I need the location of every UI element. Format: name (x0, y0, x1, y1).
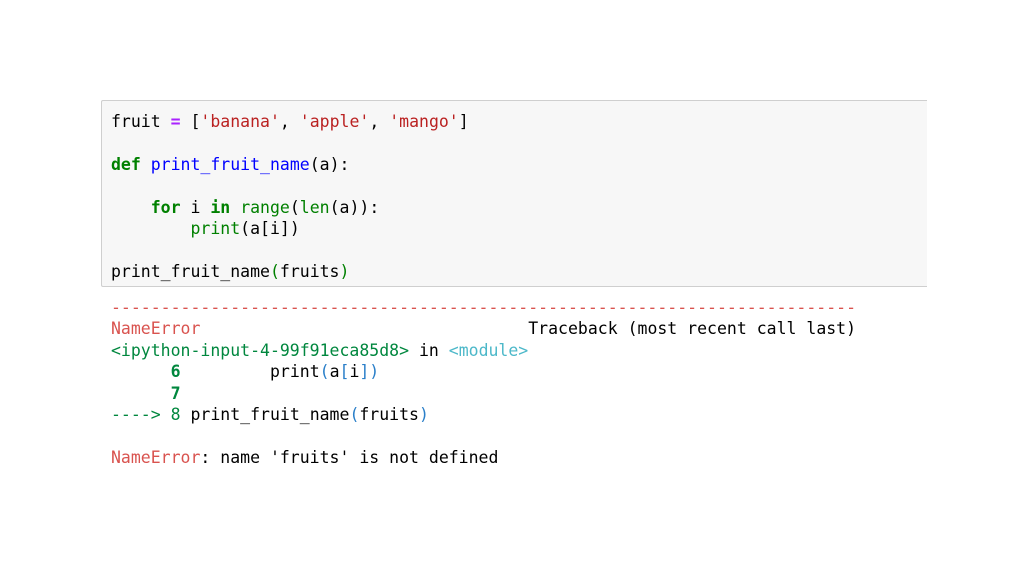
token-arg: fruits (359, 404, 419, 424)
spacer (181, 362, 270, 381)
token-params: (a): (309, 154, 350, 174)
traceback-line-8: ----> 8 print_fruit_name(fruits) (111, 404, 856, 425)
traceback-frame: <ipython-input-4-99f91eca85d8> in <modul… (111, 340, 856, 361)
frame-source: <ipython-input-4-99f91eca85d8> (111, 340, 410, 360)
code-line-5: print_fruit_name(fruits) (111, 261, 469, 282)
code-editor[interactable]: fruit = ['banana', 'apple', 'mango'] def … (111, 111, 469, 282)
line-number: 7 (170, 383, 181, 403)
token-args: (a)): (329, 197, 380, 217)
line-number: 6 (170, 362, 181, 382)
token-comma: , (279, 112, 300, 131)
code-line-blank (111, 132, 469, 153)
token-call-name: print_fruit_name (111, 261, 270, 281)
token-close: ]) (359, 362, 380, 382)
traceback-line-6: 6 print(a[i]) (111, 361, 856, 382)
token-paren-close: ) (418, 404, 429, 424)
error-name: NameError (111, 319, 201, 339)
token-arg: fruits (279, 261, 340, 281)
code-line-blank (111, 239, 469, 260)
token-call: print_fruit_name (190, 404, 350, 424)
token-indent (111, 219, 190, 238)
token-bracket-open: [ (339, 362, 350, 382)
error-message-line: NameError: name 'fruits' is not defined (111, 447, 856, 468)
error-arrow: ----> 8 (111, 404, 191, 424)
token-indent (111, 198, 151, 217)
token-call: print (269, 362, 320, 382)
token-comma: , (369, 112, 390, 131)
code-line-4: print(a[i]) (111, 218, 469, 239)
token-keyword-def: def (111, 154, 141, 174)
token-keyword-in: in (210, 197, 231, 217)
token-loop-var: i (180, 197, 211, 217)
traceback-divider: ----------------------------------------… (111, 298, 857, 317)
token-builtin-range: range (240, 197, 290, 217)
token-builtin-len: len (299, 197, 330, 217)
code-line-1: fruit = ['banana', 'apple', 'mango'] (111, 111, 469, 132)
traceback-label: Traceback (most recent call last) (528, 319, 857, 339)
code-input-cell[interactable] (101, 100, 927, 287)
token-index: i (349, 362, 360, 382)
error-message: : name 'fruits' is not defined (200, 447, 499, 467)
token-arg: a (329, 362, 340, 382)
token-string-apple: 'apple' (299, 112, 370, 131)
code-line-2: def print_fruit_name(a): (111, 154, 469, 175)
token-paren-close: ) (339, 261, 350, 281)
spacer (111, 362, 171, 381)
traceback-line-7: 7 (111, 383, 856, 404)
code-line-3: for i in range(len(a)): (111, 197, 469, 218)
spacer (111, 384, 171, 403)
frame-in: in (409, 340, 449, 360)
spacer (200, 319, 528, 338)
token-string-mango: 'mango' (389, 112, 459, 131)
traceback-header: NameError Traceback (most recent call la… (111, 318, 856, 339)
token-variable: fruit (111, 112, 161, 131)
token-operator: = (160, 112, 191, 131)
error-output: ----------------------------------------… (111, 297, 856, 468)
code-line-blank (111, 175, 469, 196)
token-paren-open: ( (349, 404, 360, 424)
token-space (230, 198, 240, 217)
token-keyword-for: for (150, 197, 181, 217)
output-line-blank (111, 425, 856, 446)
token-paren: ( (289, 197, 300, 217)
frame-module: <module> (448, 340, 529, 360)
token-string-banana: 'banana' (200, 112, 280, 131)
token-args: (a[i]) (240, 218, 300, 238)
error-name: NameError (111, 447, 201, 467)
token-paren-open: ( (269, 261, 280, 281)
token-bracket-close: ] (458, 112, 469, 131)
token-builtin-print: print (190, 218, 241, 238)
token-function-name: print_fruit_name (150, 154, 310, 174)
token-bracket-open: [ (190, 112, 201, 131)
token-paren-open: ( (319, 362, 330, 382)
token-space (141, 155, 151, 174)
